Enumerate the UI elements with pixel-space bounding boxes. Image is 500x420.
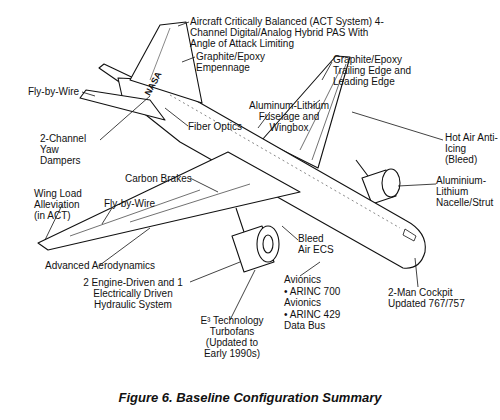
callout-label: 2-Channel Yaw Dampers bbox=[40, 133, 100, 166]
callout-label: Avionics bbox=[284, 274, 344, 285]
callout-label: Aluminium-Lithium Nacelle/Strut bbox=[436, 175, 500, 208]
strut bbox=[356, 160, 368, 176]
callout-label: Wing Load Alleviation (in ACT) bbox=[34, 188, 89, 221]
callout-label: Graphite/Epoxy Trailing Edge and Leading… bbox=[333, 54, 423, 87]
callout-label: • ARINC 429 Data Bus bbox=[284, 309, 346, 331]
callout-label: Advanced Aerodynamics bbox=[45, 260, 165, 271]
callout-label: • ARINC 700 Avionics bbox=[284, 286, 346, 308]
callout-label: Bleed Air ECS bbox=[298, 233, 338, 255]
callout-label: Fiber Optics bbox=[188, 121, 258, 132]
fuselage bbox=[118, 78, 425, 268]
engine-fan bbox=[263, 235, 273, 253]
callout-label: Fly-by-Wire bbox=[28, 86, 88, 97]
callout-label: Graphite/Epoxy Empennage bbox=[196, 51, 271, 73]
cockpit-window bbox=[403, 229, 416, 241]
figure-caption: Figure 6. Baseline Configuration Summary bbox=[0, 390, 500, 405]
flap-line bbox=[70, 190, 200, 236]
callout-label: E³ Technology Turbofans (Updated to Earl… bbox=[196, 315, 268, 359]
callout-label: Aluminum-Lithium Fuselage and Wingbox bbox=[245, 100, 333, 133]
callout-label: Aircraft Critically Balanced (ACT System… bbox=[190, 16, 395, 49]
callout-label: Carbon Brakes bbox=[125, 173, 195, 184]
callout-label: 2 Engine-Driven and 1 Electrically Drive… bbox=[80, 277, 186, 310]
callout-label: 2-Man Cockpit Updated 767/757 bbox=[388, 287, 478, 309]
strut bbox=[236, 208, 244, 232]
callout-label: Fly-by-Wire bbox=[104, 198, 174, 209]
leader-lines bbox=[45, 22, 443, 320]
engine-inlet bbox=[382, 169, 400, 197]
engine-inlet bbox=[257, 226, 279, 262]
callout-label: Hot Air Anti-Icing (Bleed) bbox=[445, 132, 500, 165]
